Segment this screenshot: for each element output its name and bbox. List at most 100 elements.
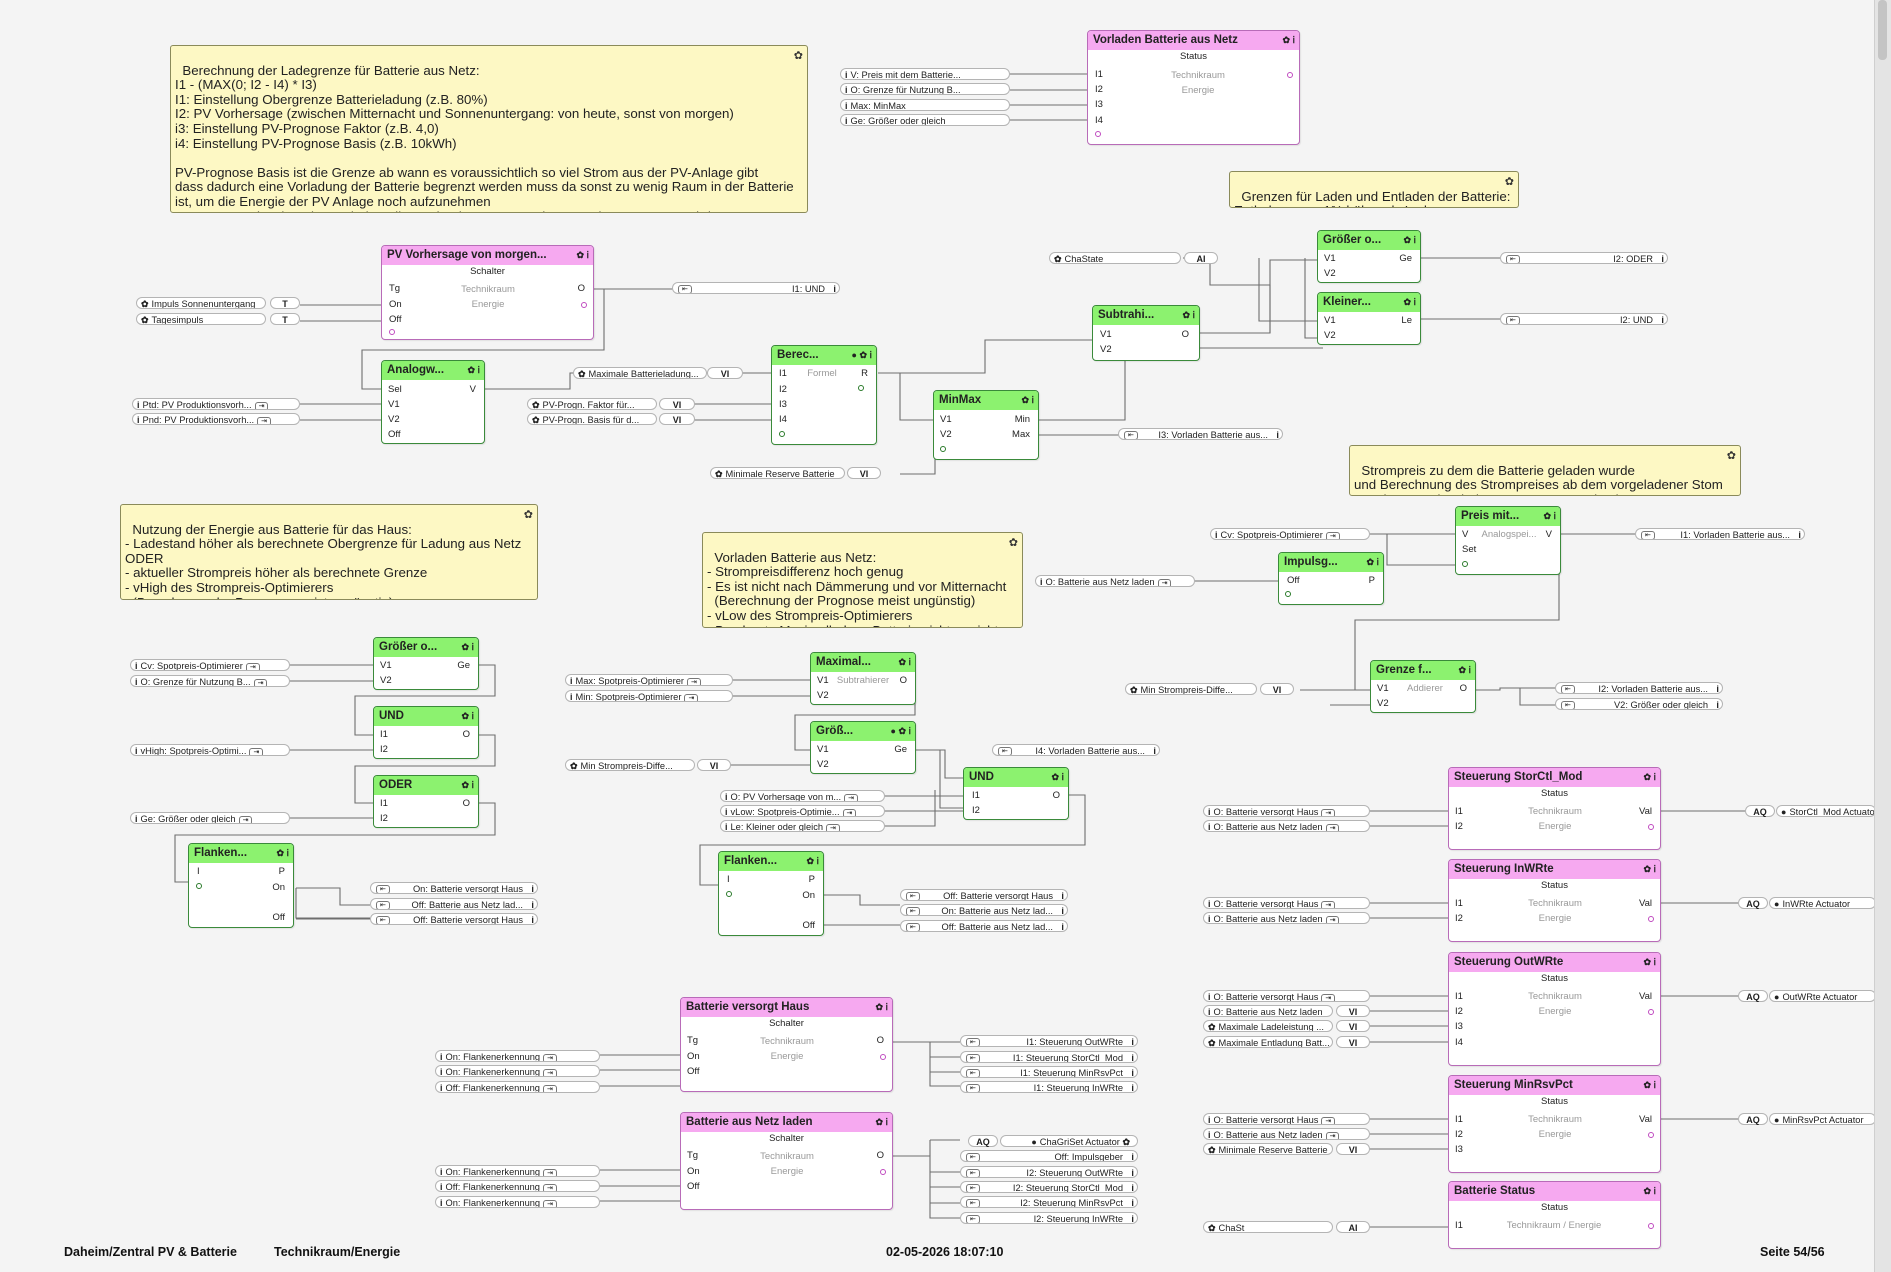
block-batterie-status[interactable]: Batterie Status✿ ⅰ Status Technikraum / …	[1448, 1181, 1661, 1249]
input-pin[interactable]: Set	[1462, 544, 1477, 555]
block-header[interactable]: Größer o...✿ ⅰ	[1318, 231, 1420, 250]
outref-i1-vorladen[interactable]: ⇤I1: Vorladen Batterie aus...i	[1635, 528, 1805, 540]
block-header[interactable]: Maximal...✿ ⅰ	[811, 653, 915, 672]
block-subtrahierer[interactable]: Subtrahi...✿ ⅰ V1 V2 O	[1092, 305, 1200, 361]
block-header[interactable]: UND✿ ⅰ	[964, 768, 1068, 787]
input-pin[interactable]: I2	[1455, 1129, 1463, 1140]
input-pin[interactable]: V2	[1324, 268, 1336, 279]
outref-chagriset[interactable]: ●ChaGriSet Actuator ✿	[1000, 1135, 1138, 1147]
input-pin[interactable]: On	[687, 1051, 700, 1062]
output-pin[interactable]: V	[469, 384, 476, 395]
input-pin[interactable]: V	[1462, 529, 1469, 540]
output-pin[interactable]: Val	[1638, 806, 1652, 817]
block-minmax[interactable]: MinMax✿ ⅰ V1 V2 Min Max	[933, 390, 1039, 460]
scrollbar-thumb[interactable]	[1878, 0, 1887, 60]
block-header[interactable]: Kleiner...✿ ⅰ	[1318, 293, 1420, 312]
block-header-icons[interactable]: ✿ ⅰ	[806, 856, 819, 866]
block-header-icons[interactable]: ✿ ⅰ	[1643, 1186, 1656, 1196]
input-pin[interactable]: I3	[1455, 1021, 1463, 1032]
block-header-icons[interactable]: ● ✿ ⅰ	[851, 350, 872, 360]
output-pin[interactable]: Ge	[457, 660, 470, 671]
ref-min-strompreis-diff-mid[interactable]: ✿Min Strompreis-Diffe...	[565, 759, 695, 771]
output-pin[interactable]: O	[1459, 683, 1467, 694]
output-pin[interactable]: O	[876, 1150, 884, 1161]
add-pin-icon[interactable]	[1462, 561, 1468, 567]
input-pin[interactable]: I2	[380, 744, 388, 755]
note-strompreis[interactable]: Strompreis zu dem die Batterie geladen w…	[1349, 445, 1741, 496]
input-pin[interactable]: I	[197, 866, 200, 877]
block-flankenerkennung-left[interactable]: Flanken...✿ ⅰ I P On Off	[188, 843, 294, 928]
input-pin[interactable]: V1	[1377, 683, 1389, 694]
add-pin-icon[interactable]	[1285, 591, 1291, 597]
input-pin[interactable]: Off	[1287, 575, 1300, 586]
output-pin[interactable]: P	[1368, 575, 1375, 586]
outref-i2-vorladen[interactable]: ⇤I2: Vorladen Batterie aus...i	[1555, 682, 1723, 694]
block-header[interactable]: Analogw...✿ ⅰ	[382, 361, 484, 380]
output-pin[interactable]: O	[899, 675, 907, 686]
block-berechnung[interactable]: Berec...● ✿ ⅰ Formel I1 I2 I3 I4 R	[771, 345, 877, 445]
input-pin[interactable]: I3	[1455, 1144, 1463, 1155]
block-header[interactable]: Flanken...✿ ⅰ	[189, 844, 293, 863]
block-header-icons[interactable]: ✿ ⅰ	[1182, 310, 1195, 320]
outref-i4-vorladen[interactable]: ⇤I4: Vorladen Batterie aus...i	[992, 744, 1160, 756]
ref-minimale-reserve[interactable]: ✿Minimale Reserve Batterie	[710, 467, 845, 479]
output-pin[interactable]: Off	[802, 920, 816, 931]
input-pin[interactable]: V1	[940, 414, 952, 425]
block-header[interactable]: Preis mit...✿ ⅰ	[1456, 507, 1560, 526]
output-pin[interactable]: Le	[1401, 315, 1412, 326]
output-pin[interactable]: V	[1545, 529, 1552, 540]
output-pin[interactable]: P	[278, 866, 285, 877]
note-vorladen[interactable]: Vorladen Batterie aus Netz: - Strompreis…	[702, 532, 1023, 628]
block-header[interactable]: Batterie versorgt Haus✿ ⅰ	[681, 998, 892, 1017]
output-pin[interactable]: R	[861, 368, 868, 379]
ref-impuls-sonnenuntergang[interactable]: ✿Impuls Sonnenuntergang	[136, 297, 266, 309]
block-header[interactable]: Steuerung InWRte✿ ⅰ	[1449, 860, 1660, 879]
block-und-mid[interactable]: UND✿ ⅰ I1 I2 O	[963, 767, 1069, 820]
block-impulsgeber[interactable]: Impulsg...✿ ⅰ Off P	[1278, 552, 1384, 605]
input-pin[interactable]: I1	[1455, 898, 1463, 909]
ref-chastate[interactable]: ✿ChaState	[1049, 252, 1181, 264]
outref-on-ausnetz-mid[interactable]: ⇤On: Batterie aus Netz lad...i	[900, 904, 1068, 916]
block-groesser-gleich-top[interactable]: Größer o...✿ ⅰ V1 V2 Ge	[1317, 230, 1421, 283]
block-header-icons[interactable]: ✿ ⅰ	[1643, 864, 1656, 874]
block-header[interactable]: Flanken...✿ ⅰ	[719, 852, 823, 871]
block-steuerung-inwrte[interactable]: Steuerung InWRte✿ ⅰ Status Technikraum E…	[1448, 859, 1661, 942]
gear-icon[interactable]: ✿	[1504, 176, 1514, 188]
ref-pv-progn-faktor[interactable]: ✿PV-Progn. Faktor für...	[527, 398, 657, 410]
input-pin[interactable]: V1	[1100, 329, 1112, 340]
block-header-icons[interactable]: ✿ ⅰ	[875, 1117, 888, 1127]
block-analogwahl[interactable]: Analogw...✿ ⅰ Sel V1 V2 Off V	[381, 360, 485, 444]
block-header[interactable]: MinMax✿ ⅰ	[934, 391, 1038, 410]
input-pin[interactable]: I2	[1455, 913, 1463, 924]
block-batterie-aus-netz-laden[interactable]: Batterie aus Netz laden✿ ⅰ Schalter Tech…	[680, 1112, 893, 1210]
input-pin[interactable]: I1	[1455, 1220, 1463, 1231]
input-pin[interactable]: V2	[817, 759, 829, 770]
input-pin[interactable]: V1	[380, 660, 392, 671]
output-pin[interactable]: Min	[1014, 414, 1030, 425]
output-pin[interactable]: O	[876, 1035, 884, 1046]
block-header[interactable]: Größ...● ✿ ⅰ	[811, 722, 915, 741]
ref-maximale-entladung[interactable]: ✿Maximale Entladung Batt...	[1203, 1036, 1333, 1048]
block-header-icons[interactable]: ✿ ⅰ	[1282, 35, 1295, 45]
input-pin[interactable]: I4	[779, 414, 787, 425]
outref-minrsv-actuator[interactable]: ●MinRsvPct Actuator	[1769, 1113, 1876, 1125]
input-pin[interactable]: I3	[1095, 99, 1103, 110]
block-oder[interactable]: ODER✿ ⅰ I1 I2 O	[373, 775, 479, 828]
